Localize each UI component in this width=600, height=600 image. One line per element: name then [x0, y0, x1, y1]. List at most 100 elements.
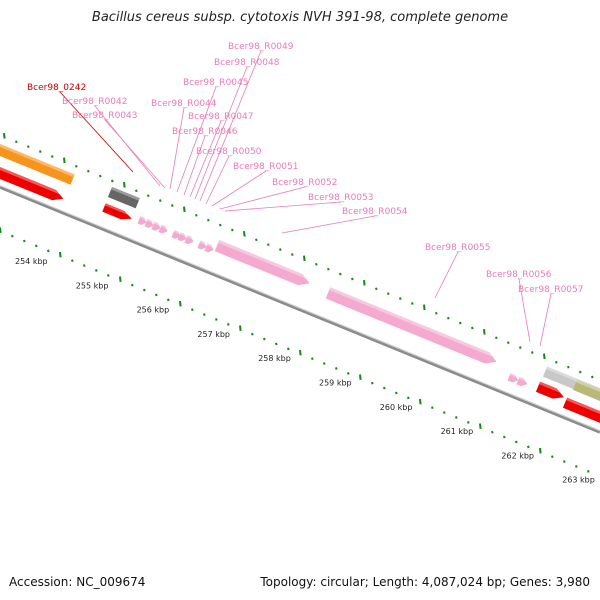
gene-label[interactable]: Bcer98_R0043 [72, 111, 137, 121]
gene-label[interactable]: Bcer98_R0052 [272, 178, 337, 188]
inner-tick [215, 318, 218, 321]
scale-label: 263 kbp [562, 476, 595, 485]
rrna-gene-2 [325, 287, 497, 364]
gene-label[interactable]: Bcer98_R0048 [214, 58, 280, 68]
outer-tick [363, 280, 366, 286]
outer-tick [231, 228, 234, 232]
gene-label[interactable]: Bcer98_R0054 [342, 207, 408, 217]
inner-tick [359, 374, 362, 381]
outer-tick [435, 311, 438, 315]
label-leader [539, 293, 552, 347]
inner-tick [443, 411, 446, 414]
inner-tick [119, 276, 122, 283]
scale-label: 258 kbp [258, 354, 291, 363]
inner-tick [371, 381, 374, 385]
cds-orange-left [0, 136, 75, 185]
scale-label: 260 kbp [380, 403, 413, 412]
inner-tick [95, 269, 98, 272]
outer-tick [591, 375, 594, 379]
outer-tick [459, 321, 462, 325]
outer-tick [135, 189, 138, 193]
inner-tick [347, 372, 350, 375]
trna-arrow-right-2 [516, 376, 528, 387]
inner-tick [515, 440, 518, 444]
outer-tick [267, 243, 270, 247]
gene-label[interactable]: Bcer98_R0055 [425, 243, 490, 253]
outer-tick [411, 302, 414, 305]
label-leader [205, 155, 230, 205]
inner-tick [419, 398, 422, 405]
outer-tick [579, 370, 582, 374]
inner-tick [263, 337, 266, 341]
inner-tick [71, 259, 74, 263]
outer-tick [279, 248, 282, 251]
gene-label[interactable]: Bcer98_R0049 [228, 42, 294, 52]
outer-tick [255, 238, 258, 242]
label-leader [211, 170, 267, 207]
outer-tick [375, 287, 378, 291]
outer-tick [15, 140, 18, 144]
rrna-gene-1 [214, 240, 310, 286]
map-title: Bacillus cereus subsp. cytotoxis NVH 391… [91, 10, 509, 25]
gene-label[interactable]: Bcer98_R0056 [486, 270, 552, 280]
outer-tick [555, 360, 558, 364]
label-leader [176, 86, 217, 193]
cds-red-left [0, 159, 64, 201]
gene-label[interactable]: Bcer98_R0053 [308, 193, 373, 203]
label-leader [59, 91, 134, 173]
gene-label[interactable]: Bcer98_R0051 [233, 162, 298, 172]
gene-label[interactable]: Bcer98_R0044 [151, 99, 217, 109]
scale-label: 261 kbp [441, 427, 474, 436]
trna-arrow-7 [197, 240, 207, 250]
label-leader [183, 135, 206, 196]
outer-tick [27, 145, 30, 149]
outer-tick [519, 346, 522, 349]
gene-label[interactable]: Bcer98_R0046 [172, 127, 238, 137]
cds-olive [572, 379, 600, 406]
inner-tick [491, 430, 494, 434]
scale-label: 254 kbp [15, 257, 48, 266]
label-leader [194, 66, 248, 200]
gene-label[interactable]: Bcer98_0242 [27, 83, 86, 93]
outer-tick [195, 213, 198, 217]
inner-tick [59, 251, 62, 258]
inner-tick-track [0, 227, 590, 473]
scale-label: 256 kbp [137, 306, 170, 315]
gene-label[interactable]: Bcer98_R0050 [196, 147, 262, 157]
inner-tick [47, 249, 50, 253]
gene-label[interactable]: Bcer98_R0042 [62, 97, 127, 107]
inner-tick [311, 357, 314, 361]
outer-tick [327, 267, 330, 271]
feature-track [0, 136, 600, 423]
inner-tick [239, 325, 242, 332]
outer-tick [447, 316, 450, 320]
outer-tick [63, 157, 66, 164]
inner-tick [191, 308, 194, 312]
scale-label: 262 kbp [501, 451, 534, 460]
inner-tick [395, 391, 398, 395]
scale-label: 257 kbp [197, 330, 230, 339]
outer-tick [531, 351, 534, 354]
outer-tick [171, 204, 174, 207]
trna-arrow-2 [151, 221, 161, 231]
outer-tick [159, 199, 162, 202]
inner-tick [587, 470, 590, 473]
gene-label[interactable]: Bcer98_R0057 [518, 285, 583, 295]
outer-tick-track [3, 133, 594, 379]
scale-label: 259 kbp [319, 379, 352, 388]
inner-tick [335, 367, 338, 370]
inner-tick [575, 465, 578, 468]
genome-summary-text: Topology: circular; Length: 4,087,024 bp… [260, 575, 590, 589]
outer-tick [303, 255, 306, 262]
inner-tick [407, 396, 410, 400]
gene-label[interactable]: Bcer98_R0047 [188, 112, 253, 122]
inner-tick [563, 460, 566, 463]
label-leader [518, 278, 531, 343]
label-leader [189, 120, 222, 198]
cds-gray [107, 186, 140, 209]
inner-tick [251, 332, 254, 336]
label-leader [281, 215, 376, 234]
trna-arrow-8 [204, 243, 214, 253]
gene-label[interactable]: Bcer98_R0045 [183, 78, 248, 88]
